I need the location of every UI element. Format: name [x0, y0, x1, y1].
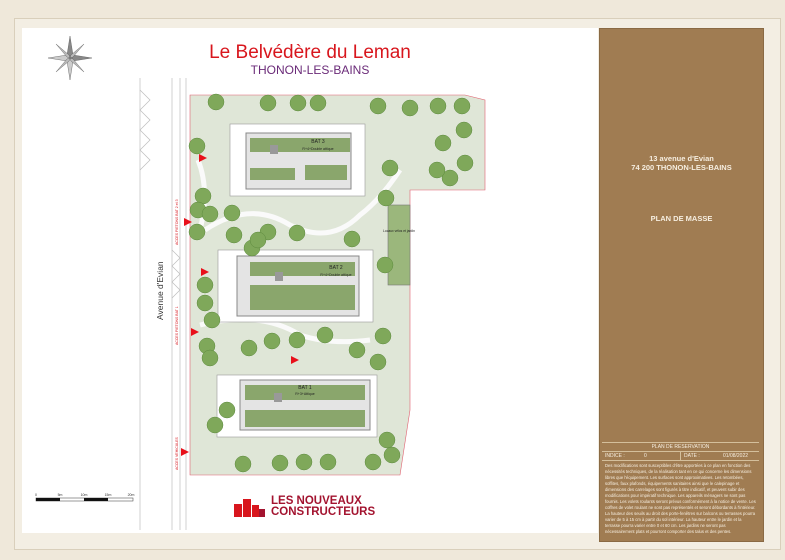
tree	[295, 453, 313, 471]
tree	[223, 204, 241, 222]
indice-label: INDICE :	[605, 453, 625, 459]
tree	[234, 455, 252, 473]
address-line2: 74 200 THONON-LES-BAINS	[631, 163, 732, 172]
date-label: DATE :	[680, 452, 720, 460]
scale-tick: 0	[35, 493, 37, 497]
tree	[348, 341, 366, 359]
tree	[289, 94, 307, 112]
compass-rose-icon	[47, 35, 93, 81]
bike-room-label: Locaux vélos et jardin	[383, 229, 415, 233]
building-bat1	[216, 374, 378, 438]
tree	[206, 416, 224, 434]
tree	[441, 169, 459, 187]
tree	[194, 187, 212, 205]
tree	[455, 121, 473, 139]
tree	[203, 311, 221, 329]
indice-value: 0	[644, 453, 647, 459]
bat3-label: BAT 3	[311, 139, 325, 145]
tree	[240, 339, 258, 357]
access-marker-icon	[191, 328, 199, 336]
buildings-logo-icon	[234, 499, 265, 517]
street-label: Avenue d'Evian	[155, 261, 165, 320]
access-marker-icon	[201, 268, 209, 276]
tree	[381, 159, 399, 177]
avenue-road	[139, 78, 187, 530]
bat2-levels: R+4+Double attique	[320, 273, 351, 277]
building-bat3	[229, 123, 366, 197]
bike-room-garden	[387, 204, 411, 286]
tree	[434, 134, 452, 152]
tree	[201, 349, 219, 367]
access-marker-icon	[291, 356, 299, 364]
logo-line1: LES NOUVEAUX	[271, 495, 362, 507]
tree	[364, 453, 382, 471]
tree	[453, 97, 471, 115]
project-title: Le Belvédère du Leman	[209, 42, 411, 63]
trees	[188, 93, 474, 473]
reservation-box: PLAN DE RESERVATION INDICE : 0 DATE : 01…	[602, 442, 759, 537]
tree	[263, 332, 281, 350]
scale-tick: 5m	[58, 493, 63, 497]
access-label-pedestrian-bat23: ACCES PIETONS BAT 2 et 3	[175, 199, 179, 245]
tree	[201, 205, 219, 223]
access-label-pedestrian-bat1: ACCES PIETONS BAT 1	[175, 306, 179, 345]
tree	[428, 161, 446, 179]
access-label-vehicles: ACCES VEHICULES	[175, 436, 179, 470]
tree	[376, 256, 394, 274]
tree	[218, 401, 236, 419]
tree	[378, 431, 396, 449]
tree	[259, 94, 277, 112]
bat2-label: BAT 2	[329, 265, 343, 271]
scale-tick: 10m	[81, 493, 88, 497]
tree	[196, 294, 214, 312]
scale-bar	[35, 497, 134, 502]
tree	[316, 326, 334, 344]
tree	[401, 99, 419, 117]
tree	[188, 223, 206, 241]
access-marker-icon	[181, 448, 189, 456]
disclaimer-note: Des modifications sont susceptibles d'êt…	[605, 463, 756, 534]
building-bat2	[217, 249, 374, 323]
bat3-levels: R+4+Double attique	[302, 147, 333, 151]
tree	[374, 327, 392, 345]
project-city: THONON-LES-BAINS	[250, 63, 370, 77]
tree	[429, 97, 447, 115]
access-marker-icon	[184, 218, 192, 226]
date-value: 01/08/2022	[723, 453, 749, 459]
bat1-levels: R+3+Attique	[295, 392, 315, 396]
tree	[319, 453, 337, 471]
tree	[207, 93, 225, 111]
plan-title: PLAN DE MASSE	[650, 214, 713, 223]
tree	[271, 454, 289, 472]
address-line1: 13 avenue d'Evian	[649, 154, 714, 163]
tree	[377, 189, 395, 207]
tree	[249, 231, 267, 249]
info-panel: 13 avenue d'Evian 74 200 THONON-LES-BAIN…	[599, 28, 764, 542]
tree	[383, 446, 401, 464]
tree	[369, 353, 387, 371]
scale-tick: 15m	[105, 493, 112, 497]
tree	[196, 276, 214, 294]
tree	[188, 137, 206, 155]
scale-tick: 20m	[128, 493, 135, 497]
tree	[288, 224, 306, 242]
tree	[288, 331, 306, 349]
address: 13 avenue d'Evian 74 200 THONON-LES-BAIN…	[600, 154, 763, 172]
tree	[343, 230, 361, 248]
reservation-heading: PLAN DE RESERVATION	[602, 443, 759, 452]
tree	[369, 97, 387, 115]
bat1-label: BAT 1	[298, 385, 312, 391]
access-marker-icon	[199, 154, 207, 162]
tree	[456, 154, 474, 172]
logo-line2: CONSTRUCTEURS	[271, 506, 376, 518]
tree	[309, 94, 327, 112]
tree	[225, 226, 243, 244]
